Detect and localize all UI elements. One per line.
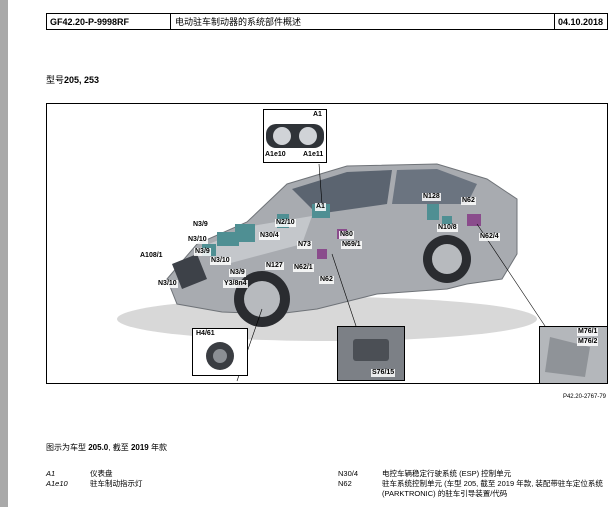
legend-row: A1e10 驻车制动指示灯 [46,479,286,489]
legend-text: 驻车制动指示灯 [90,479,143,488]
label-a1e11: A1e11 [302,151,325,159]
label-n3-9-c: N3/9 [229,269,246,277]
model-value: 205, 253 [64,75,100,85]
label-n80: N80 [339,231,354,239]
caption-suffix: 年款 [148,443,167,452]
label-n30-4: N30/4 [259,232,280,240]
legend-text: 驻车系统控制单元 (车型 205, 截至 2019 年款, 装配带驻车定位系统 … [382,479,603,498]
component-figure: A1 A1e10 A1e11 N3/9 N3/10 N3/9 A108/1 N3… [46,103,608,384]
label-n10-8: N10/8 [437,224,458,232]
legend-code: N62 [338,479,352,488]
car-illustration [117,163,548,382]
label-a1-top: A1 [312,111,323,119]
caption-prefix: 图示为车型 [46,443,89,452]
label-n62-4: N62/4 [479,233,500,241]
door-motor-image [540,327,607,383]
label-a108-1: A108/1 [139,252,164,260]
figure-reference: P42.20-2767-79 [562,394,606,400]
figure-caption: 图示为车型 205.0, 截至 2019 年款 [46,442,167,453]
label-n62-1: N62/1 [293,264,314,272]
label-n3-9-a: N3/9 [192,221,209,229]
label-n3-10-b: N3/10 [210,257,231,265]
legend-row: A1 仪表盘 [46,469,286,479]
label-y3-8n4: Y3/8n4 [223,280,248,288]
label-n73: N73 [297,241,312,249]
legend-left: A1 仪表盘 A1e10 驻车制动指示灯 [46,469,286,489]
label-s76-15: S76/15 [371,369,396,377]
document-title: 电动驻车制动器的系统部件概述 [171,14,555,29]
caption-model: 205.0 [88,443,109,452]
label-n62-b: N62 [461,197,476,205]
left-margin-bar [0,0,8,507]
speaker-inset [192,328,248,376]
legend-code: A1 [46,469,56,478]
label-n3-10-c: N3/10 [157,280,178,288]
legend-text: 仪表盘 [90,469,113,478]
caption-year: 2019 [130,443,149,452]
label-n3-10-a: N3/10 [187,236,208,244]
instrument-cluster-inset [263,109,327,163]
legend-row: N62 驻车系统控制单元 (车型 205, 截至 2019 年款, 装配带驻车定… [338,479,606,499]
label-a1e10: A1e10 [264,151,287,159]
document-date: 04.10.2018 [558,16,604,27]
legend-right: N30/4 电控车辆稳定行驶系统 (ESP) 控制单元 N62 驻车系统控制单元… [338,469,606,499]
label-n128: N128 [422,193,441,201]
legend-code: A1e10 [46,479,68,488]
document-id: GF42.20-P-9998RF [47,14,171,29]
instrument-cluster-image [266,124,324,148]
label-a1-car: A1 [315,203,326,211]
label-n62-a: N62 [319,276,334,284]
model-label: 型号 [46,75,65,85]
label-n127: N127 [265,262,284,270]
label-m76-2: M76/2 [577,338,599,346]
caption-mid: , 截至 [108,443,131,452]
label-m76-1: M76/1 [577,328,599,336]
document-header: GF42.20-P-9998RF 电动驻车制动器的系统部件概述 04.10.20… [46,13,608,30]
model-line: 型号205, 253 [46,73,99,86]
legend-text: 电控车辆稳定行驶系统 (ESP) 控制单元 [382,469,512,478]
label-n2-10: N2/10 [275,219,296,227]
legend-code: N30/4 [338,469,359,478]
label-n3-9-b: N3/9 [194,248,211,256]
legend-row: N30/4 电控车辆稳定行驶系统 (ESP) 控制单元 [338,469,606,479]
speaker-image [206,342,234,370]
label-h4-61: H4/61 [195,330,216,338]
label-n69-1: N69/1 [341,241,362,249]
